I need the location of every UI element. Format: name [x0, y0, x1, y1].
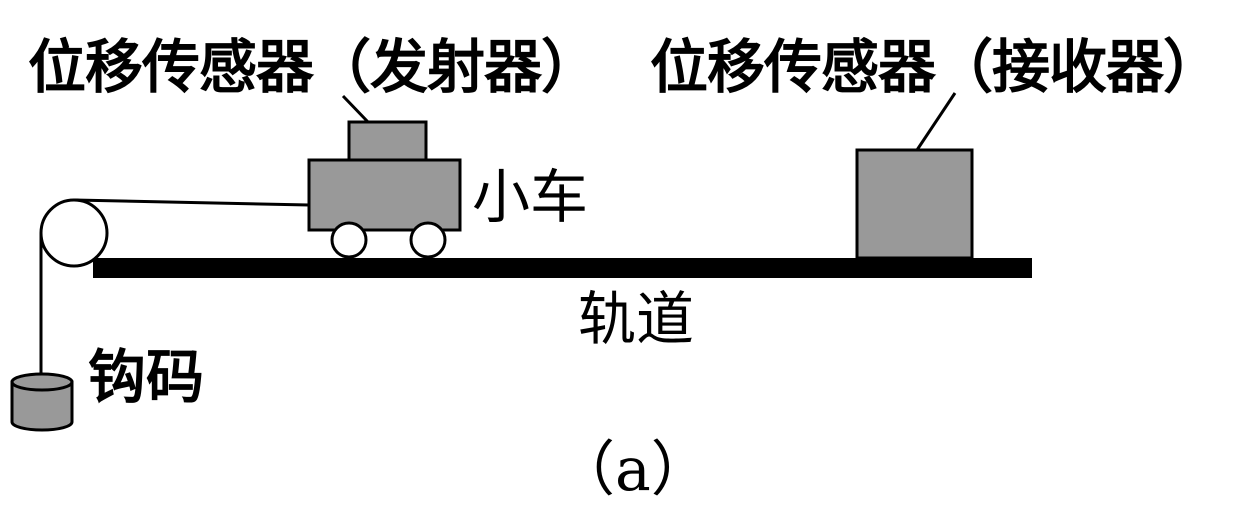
cart-label: 小车 — [472, 163, 589, 231]
cart-wheel-right — [409, 221, 447, 259]
transmitter-leader-line — [341, 94, 370, 124]
transmitter-sensor — [347, 120, 428, 162]
pulley — [39, 198, 109, 268]
weight-label: 钩码 — [88, 343, 205, 411]
receiver-sensor — [855, 148, 974, 260]
track — [93, 258, 1032, 278]
string-horizontal — [73, 198, 310, 207]
receiver-label: 位移传感器（接收器） — [650, 33, 1221, 101]
hanging-weight — [10, 372, 74, 432]
receiver-leader-line — [915, 92, 957, 151]
cart-wheel-left — [330, 221, 368, 259]
transmitter-label: 位移传感器（发射器） — [28, 33, 599, 101]
cart-body — [307, 158, 462, 232]
figure-caption: （a） — [555, 435, 711, 505]
track-label: 轨道 — [578, 285, 695, 353]
